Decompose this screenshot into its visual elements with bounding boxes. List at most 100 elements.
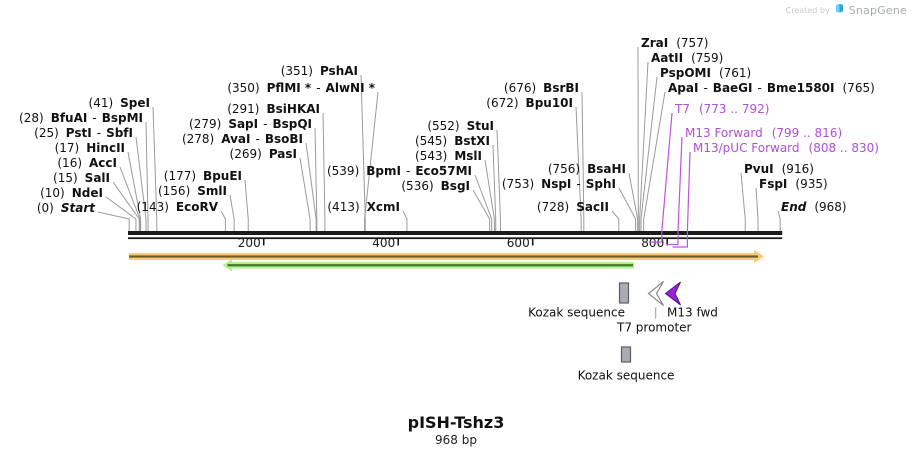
enzyme-label-hincii[interactable]: (17)HincII bbox=[55, 141, 125, 155]
site-leader-line bbox=[244, 179, 249, 231]
enzyme-label-spei[interactable]: (41)SpeI bbox=[89, 96, 150, 110]
site-leader-line bbox=[492, 144, 497, 231]
enzyme-label-ecorv[interactable]: (143)EcoRV bbox=[137, 200, 219, 214]
feature-arrow-orange-core bbox=[129, 255, 758, 258]
enzyme-label-avai[interactable]: (278)AvaI-BsoBI bbox=[182, 132, 303, 146]
site-leader-line bbox=[581, 91, 585, 231]
kozak-sequence-label-2[interactable]: Kozak sequence bbox=[578, 369, 675, 383]
enzyme-label-pvui[interactable]: PvuI(916) bbox=[744, 162, 814, 176]
site-leader-line bbox=[112, 181, 140, 231]
enzyme-label-zrai[interactable]: ZraI(757) bbox=[641, 36, 708, 50]
enzyme-label-sali[interactable]: (15)SalI bbox=[53, 171, 110, 185]
site-leader-line bbox=[364, 91, 379, 231]
m13-fwd-label[interactable]: M13 fwd bbox=[667, 306, 718, 320]
primer-bracket-m13-puc-forward bbox=[672, 151, 691, 248]
enzyme-label-xcmi[interactable]: (413)XcmI bbox=[327, 200, 400, 214]
enzyme-label-bsihkai[interactable]: (291)BsiHKAI bbox=[227, 102, 320, 116]
enzyme-label-sapi[interactable]: (279)SapI-BspQI bbox=[189, 117, 312, 131]
feature-arrow-green-core bbox=[227, 264, 633, 267]
title-block: pISH-Tshz3 968 bp bbox=[0, 413, 912, 447]
t7-promoter-arrow[interactable] bbox=[647, 281, 665, 306]
site-leader-line bbox=[628, 172, 639, 231]
enzyme-label-bpu10i[interactable]: (672)Bpu10I bbox=[486, 96, 573, 110]
site-leader-line bbox=[97, 211, 130, 231]
ruler-tick-label: 200 bbox=[238, 236, 261, 250]
site-leader-line bbox=[484, 159, 495, 231]
plasmid-title: pISH-Tshz3 bbox=[407, 413, 505, 432]
sequence-ruler-bar bbox=[128, 231, 783, 235]
site-leader-line bbox=[474, 174, 493, 231]
watermark: Created by SnapGene bbox=[786, 4, 907, 17]
primer-bracket-t7 bbox=[649, 112, 673, 243]
site-leader-line bbox=[496, 129, 501, 231]
feature-arrow-green-head[interactable] bbox=[222, 259, 233, 272]
primer-label-t7[interactable]: T7(773 .. 792) bbox=[674, 102, 769, 116]
kozak-sequence-box-1[interactable] bbox=[618, 282, 630, 304]
primer-label-m13-forward[interactable]: M13 Forward(799 .. 816) bbox=[685, 126, 842, 140]
site-leader-line bbox=[643, 91, 666, 231]
enzyme-label-bpmi[interactable]: (539)BpmI-Eco57MI bbox=[327, 164, 472, 178]
enzyme-label-fspi[interactable]: FspI(935) bbox=[759, 177, 828, 191]
enzyme-label-stui[interactable]: (552)StuI bbox=[427, 119, 494, 133]
enzyme-label-bsgi[interactable]: (536)BsgI bbox=[401, 179, 470, 193]
enzyme-label-apai[interactable]: ApaI-BaeGI-Bme1580I(765) bbox=[668, 81, 875, 95]
site-leader-line bbox=[640, 76, 658, 231]
enzyme-label-bfuai[interactable]: (28)BfuAI-BspMI bbox=[19, 111, 143, 125]
site-leader-line bbox=[135, 136, 147, 231]
site-leader-line bbox=[305, 142, 317, 231]
site-leader-line bbox=[611, 210, 620, 231]
site-leader-line bbox=[299, 157, 311, 231]
enzyme-label-start[interactable]: (0)Start bbox=[37, 201, 96, 215]
kozak-sequence-box-2[interactable] bbox=[620, 346, 632, 363]
watermark-brand: SnapGene bbox=[848, 4, 907, 17]
plasmid-length: 968 bp bbox=[435, 433, 477, 447]
enzyme-label-ndei[interactable]: (10)NdeI bbox=[40, 186, 103, 200]
site-leader-line bbox=[105, 196, 137, 231]
enzyme-label-acci[interactable]: (16)AccI bbox=[57, 156, 117, 170]
site-leader-line bbox=[360, 74, 366, 231]
ruler-tick-label: 800 bbox=[641, 236, 664, 250]
site-leader-line bbox=[322, 112, 326, 231]
site-leader-line bbox=[119, 166, 141, 231]
enzyme-label-psti[interactable]: (25)PstI-SbfI bbox=[34, 126, 133, 140]
site-leader-line bbox=[229, 194, 235, 231]
enzyme-label-pspomi[interactable]: PspOMI(761) bbox=[660, 66, 751, 80]
site-leader-line bbox=[618, 187, 637, 231]
enzyme-label-nspi[interactable]: (753)NspI-SphI bbox=[502, 177, 616, 191]
enzyme-label-pflmi[interactable]: (350)PflMI *-AlwNI * bbox=[227, 81, 375, 95]
enzyme-label-pshai[interactable]: (351)PshAI bbox=[281, 64, 358, 78]
primer-bracket-m13-forward bbox=[666, 136, 683, 246]
site-leader-line bbox=[127, 151, 142, 231]
watermark-created-by: Created by bbox=[785, 6, 830, 15]
enzyme-label-bstxi[interactable]: (545)BstXI bbox=[415, 134, 490, 148]
site-leader-line bbox=[152, 106, 158, 231]
enzyme-label-bsrbi[interactable]: (676)BsrBI bbox=[504, 81, 579, 95]
feature-arrow-orange-head[interactable] bbox=[754, 250, 764, 263]
enzyme-label-bsahi[interactable]: (756)BsaHI bbox=[548, 162, 626, 176]
enzyme-label-msli[interactable]: (543)MslI bbox=[415, 149, 482, 163]
enzyme-label-pasi[interactable]: (269)PasI bbox=[230, 147, 297, 161]
site-leader-line bbox=[220, 210, 226, 231]
site-leader-line bbox=[777, 210, 781, 231]
site-leader-line bbox=[472, 189, 491, 231]
site-leader-line bbox=[402, 210, 408, 231]
site-leader-line bbox=[575, 106, 582, 231]
kozak-sequence-label-1[interactable]: Kozak sequence bbox=[528, 306, 625, 320]
enzyme-label-aatii[interactable]: AatII(759) bbox=[651, 51, 723, 65]
site-leader-line bbox=[740, 172, 746, 231]
site-leader-line bbox=[314, 127, 318, 231]
site-leader-line bbox=[639, 61, 649, 231]
enzyme-label-end[interactable]: End(968) bbox=[781, 200, 847, 214]
enzyme-label-smli[interactable]: (156)SmlI bbox=[158, 184, 227, 198]
enzyme-label-sacii[interactable]: (728)SacII bbox=[537, 200, 609, 214]
primer-label-m13-puc-forward[interactable]: M13/pUC Forward(808 .. 830) bbox=[693, 141, 879, 155]
enzyme-label-bpuei[interactable]: (177)BpuEI bbox=[164, 169, 242, 183]
m13-fwd-arrow[interactable] bbox=[664, 281, 681, 306]
snapgene-logo-icon bbox=[835, 4, 843, 17]
ruler-tick-label: 400 bbox=[372, 236, 395, 250]
sequence-ruler-baseline bbox=[128, 237, 783, 240]
t7-promoter-label[interactable]: T7 promoter bbox=[616, 321, 692, 335]
site-leader-line bbox=[145, 121, 149, 231]
